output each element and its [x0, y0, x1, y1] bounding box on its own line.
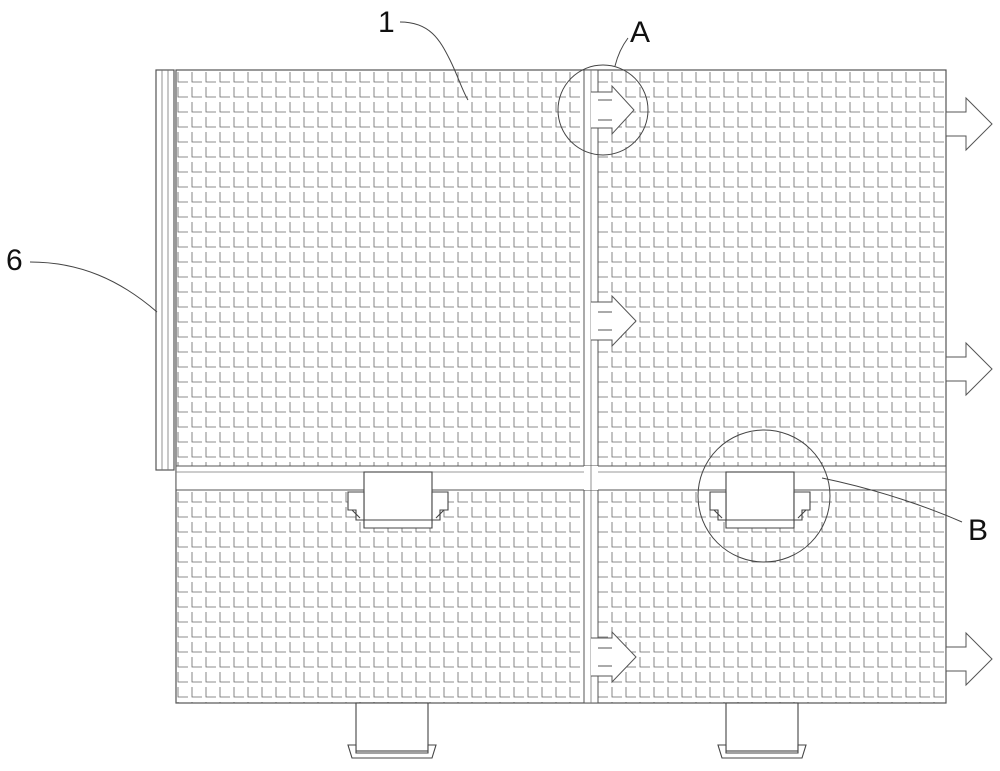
callout-b: B	[968, 514, 988, 547]
bottom-leg-left	[348, 703, 436, 758]
callout-a: A	[630, 16, 650, 49]
upper-left-panel	[176, 70, 584, 466]
callout-1: 1	[378, 6, 395, 39]
bottom-leg-right	[718, 703, 806, 758]
side-plate	[156, 70, 174, 470]
right-arrow-bottom	[946, 633, 992, 685]
leader-line-6	[30, 262, 157, 312]
callout-6: 6	[6, 244, 23, 277]
leader-line-a	[615, 38, 628, 66]
horizontal-divider	[176, 466, 946, 490]
upper-right-panel	[598, 70, 946, 466]
right-arrow-top	[946, 98, 992, 150]
vertical-divider	[584, 70, 598, 703]
right-arrow-middle	[946, 343, 992, 395]
